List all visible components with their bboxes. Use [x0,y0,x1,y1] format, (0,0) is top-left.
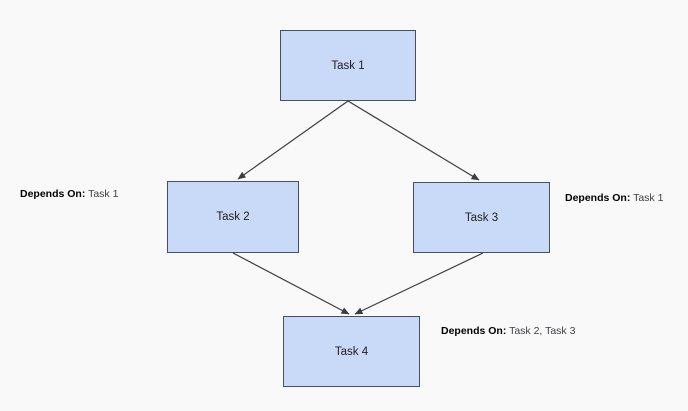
depends-on-prefix: Depends On: [441,325,507,337]
connector-task3-task4 [354,252,484,315]
depends-on-prefix: Depends On: [565,192,631,204]
depends-on-value: Task 1 [630,192,664,204]
node-task-3-label: Task 3 [464,211,499,224]
depends-on-value: Task 1 [85,188,119,200]
depends-on-prefix: Depends On: [20,188,86,200]
depends-on-label-task-3: Depends On: Task 1 [565,192,663,204]
depends-on-label-task-2: Depends On: Task 1 [20,188,118,200]
node-task-2-label: Task 2 [216,211,250,223]
connector-task1-task3 [347,100,480,181]
connector-task1-task2 [237,100,349,180]
node-task-2[interactable]: Task 2 [167,181,299,253]
depends-on-value: Task 2, Task 3 [506,325,576,337]
node-task-1[interactable]: Task 1 [280,30,416,101]
node-task-3[interactable]: Task 3 [413,182,550,253]
node-task-4[interactable]: Task 4 [283,316,420,387]
depends-on-label-task-4: Depends On: Task 2, Task 3 [441,325,575,337]
connector-task2-task4 [232,252,350,315]
node-task-4-label: Task 4 [334,345,369,358]
node-task-1-label: Task 1 [331,59,365,72]
